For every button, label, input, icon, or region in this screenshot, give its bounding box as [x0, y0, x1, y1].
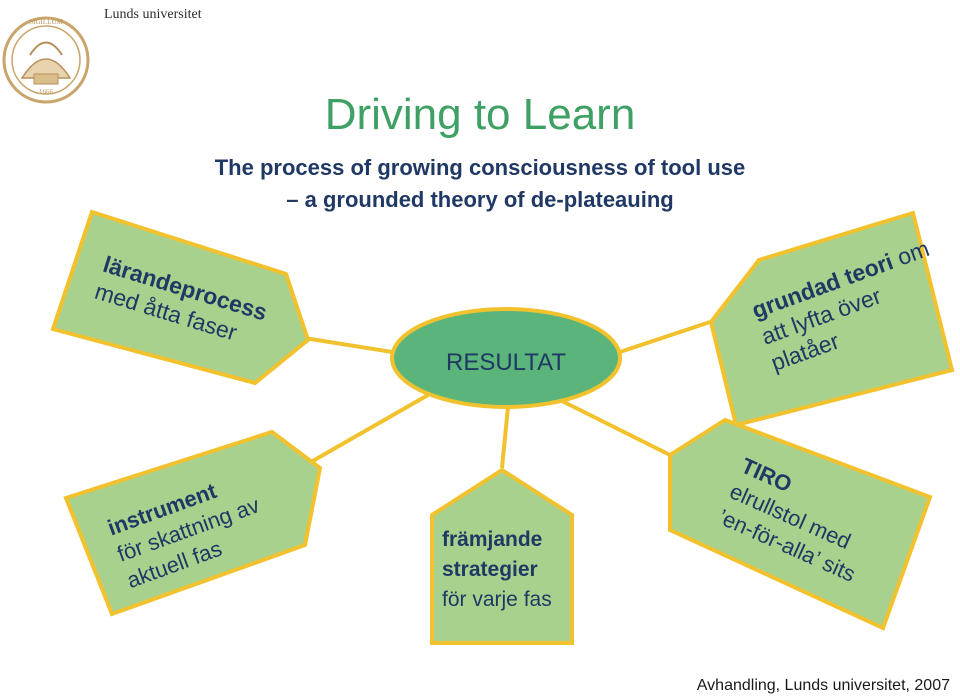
center-label: RESULTAT	[446, 349, 566, 376]
connector-bottom-center	[500, 406, 510, 469]
box-bottom-center-rest: för varje fas	[442, 588, 552, 611]
connector-bottom-left	[296, 393, 429, 472]
box-bottom-right	[668, 417, 933, 631]
box-bottom-center	[430, 467, 574, 645]
box-bottom-center-text: främjande strategier för varje fas	[442, 525, 552, 615]
box-bottom-center-bold2: strategier	[442, 558, 538, 581]
box-bottom-center-bold1: främjande	[442, 528, 543, 551]
svg-text:SIGILLUM: SIGILLUM	[29, 18, 63, 26]
subtitle-line-1: The process of growing consciousness of …	[214, 155, 746, 180]
lund-university-seal-icon: 1666 SIGILLUM	[2, 16, 90, 104]
box-bottom-left	[63, 429, 323, 617]
connector-bottom-right	[559, 398, 673, 458]
institution-name: Lunds universitet	[104, 7, 202, 22]
box-top-left	[50, 209, 311, 386]
svg-text:1666: 1666	[39, 88, 54, 96]
footer-citation: Avhandling, Lunds universitet, 2007	[696, 677, 950, 694]
center-ellipse	[390, 307, 622, 409]
connector-top-right	[619, 320, 711, 354]
box-top-right	[708, 210, 955, 428]
page-title: Driving to Learn	[324, 90, 636, 139]
subtitle-line-2: – a grounded theory of de-plateauing	[286, 187, 674, 212]
connector-top-left	[297, 335, 393, 354]
